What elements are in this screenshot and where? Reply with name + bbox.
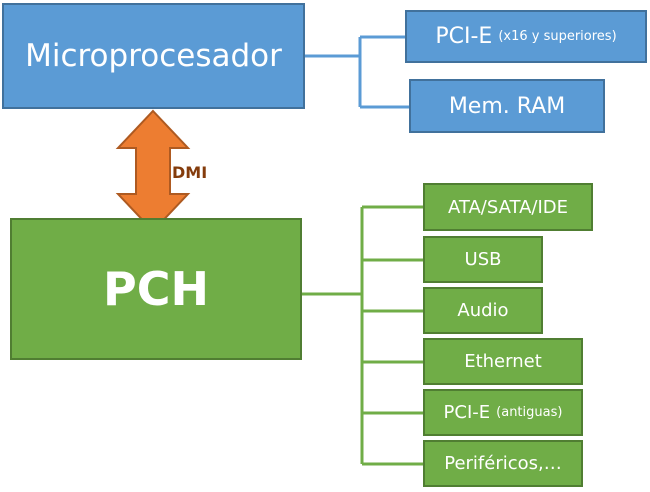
peripheral-others: Periféricos,…: [423, 440, 583, 487]
cpu-connectors: [305, 35, 409, 109]
ram-label: Mem. RAM: [448, 93, 566, 119]
microprocessor-box: Microprocesador: [2, 3, 305, 109]
peripheral-ata-sata-ide: ATA/SATA/IDE: [423, 183, 593, 231]
peripheral-usb: USB: [423, 236, 543, 283]
ram-box: Mem. RAM: [409, 79, 605, 133]
pch-box: PCH: [10, 218, 302, 360]
peripheral-label: Audio: [457, 300, 509, 321]
peripheral-pcie-legacy: PCI-E (antiguas): [423, 389, 583, 436]
peripheral-ethernet: Ethernet: [423, 338, 583, 385]
pch-label: PCH: [103, 262, 209, 316]
peripheral-label: Ethernet: [464, 351, 542, 372]
dmi-label: DMI: [172, 163, 208, 182]
peripheral-label: USB: [464, 249, 502, 270]
peripheral-label: ATA/SATA/IDE: [447, 196, 569, 218]
peripheral-label: Periféricos,…: [444, 453, 562, 474]
pch-connectors: [302, 205, 423, 466]
pcie-x16-note: (x16 y superiores): [498, 29, 617, 44]
microprocessor-label: Microprocesador: [25, 38, 282, 74]
pcie-x16-label: PCI-E: [435, 24, 493, 49]
peripheral-note: (antiguas): [496, 405, 563, 420]
pcie-x16-box: PCI-E (x16 y superiores): [405, 10, 647, 63]
peripheral-audio: Audio: [423, 287, 543, 334]
peripheral-label: PCI-E: [443, 402, 491, 423]
